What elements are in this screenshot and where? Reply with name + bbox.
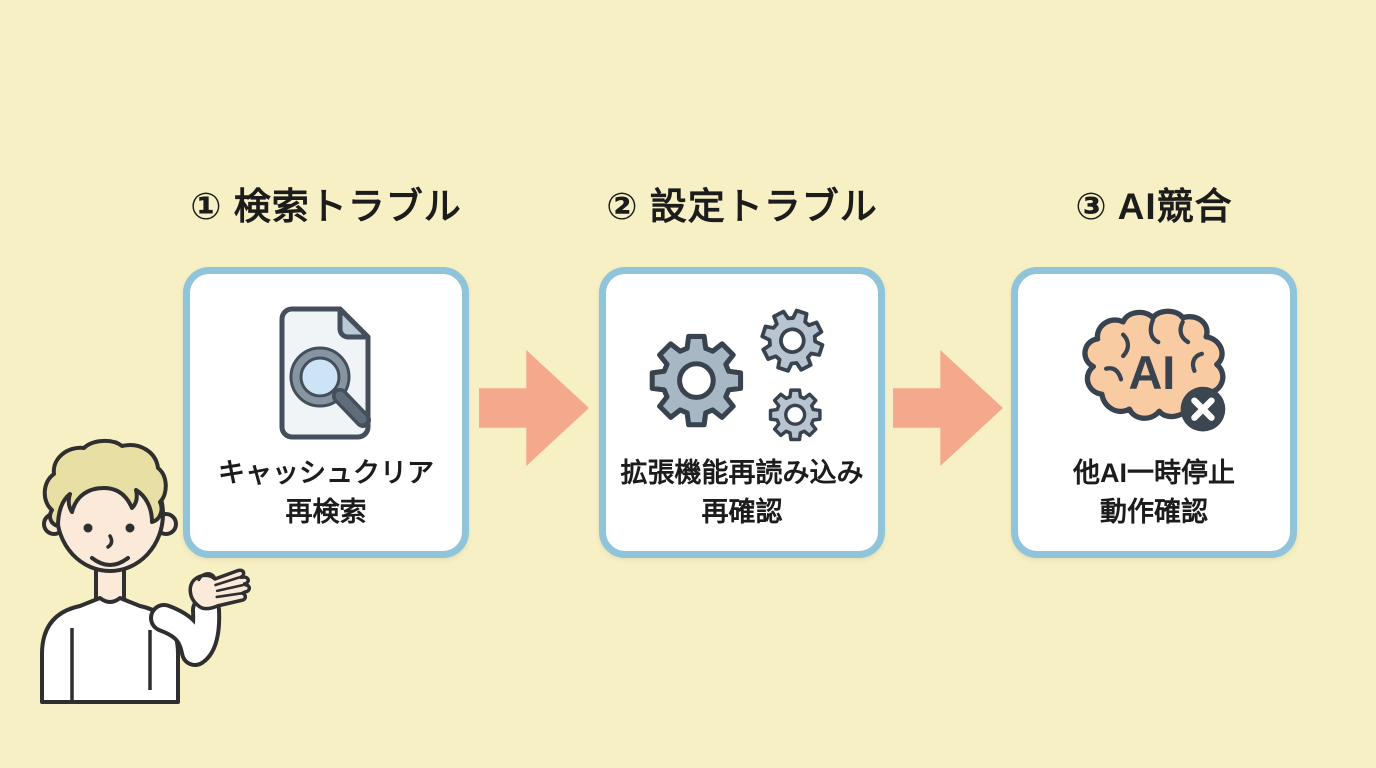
- presenting-hand: [188, 568, 252, 611]
- step-1-text: キャッシュクリア 再検索: [218, 454, 434, 531]
- step-1-card: キャッシュクリア 再検索: [183, 267, 469, 558]
- card-line: 再確認: [701, 496, 783, 527]
- card-line: 拡張機能再読み込み: [620, 458, 864, 489]
- step-1-heading: ① 検索トラブル: [190, 186, 462, 227]
- step-2-card: 拡張機能再読み込み 再確認: [599, 267, 885, 558]
- card-line: 他AI一時停止: [1073, 458, 1235, 489]
- step-2-text: 拡張機能再読み込み 再確認: [621, 454, 864, 531]
- brain-ai-icon-svg: AI: [1082, 308, 1226, 431]
- gears-icon-svg: [637, 301, 832, 442]
- card-line: 動作確認: [1100, 496, 1208, 527]
- document-search-icon: [265, 300, 387, 446]
- step-3-text: 他AI一時停止 動作確認: [1073, 454, 1235, 531]
- step-3-heading: ③ AI競合: [1075, 186, 1233, 227]
- step-3-card: AI 他AI一時停止 動作確認: [1011, 267, 1297, 558]
- step-2: ② 設定トラブル: [599, 184, 885, 558]
- right-arrow-icon: [479, 350, 589, 466]
- card-line: キャッシュクリア: [218, 458, 434, 489]
- x-badge-icon: [1180, 386, 1226, 431]
- step-3: ③ AI競合 AI: [1011, 184, 1297, 558]
- step-1: ① 検索トラブル キャッシュクリア 再検索: [183, 184, 469, 558]
- card-line: 再検索: [285, 496, 367, 527]
- brain-ai-label: AI: [1128, 346, 1175, 398]
- gears-icon: [637, 300, 847, 446]
- step-2-heading: ② 設定トラブル: [606, 186, 878, 227]
- document-search-icon-svg: [279, 306, 371, 440]
- presenter-person-illustration: [40, 439, 252, 704]
- right-arrow-icon: [893, 350, 1003, 466]
- brain-ai-icon: AI: [1074, 300, 1234, 446]
